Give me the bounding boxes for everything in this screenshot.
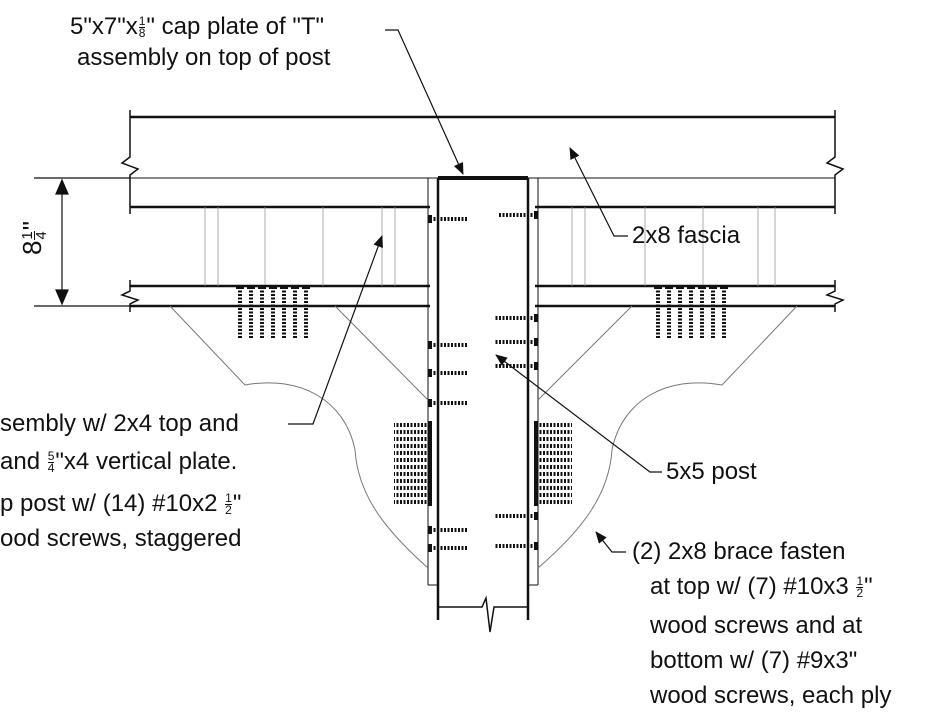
- screw-head: [428, 442, 432, 450]
- assembly-label-line-4: ood screws, staggered: [0, 525, 242, 552]
- screw-head: [291, 285, 299, 289]
- screw-head: [534, 463, 538, 471]
- screw-head: [676, 285, 684, 289]
- brace-label-line-3: wood screws and at: [650, 612, 863, 639]
- beam: [130, 115, 835, 308]
- screw-head: [302, 285, 310, 289]
- screw-head: [428, 491, 432, 499]
- screw-head: [534, 498, 538, 506]
- screw-head: [428, 463, 432, 471]
- screw-head: [709, 285, 717, 289]
- screw-head: [428, 399, 432, 407]
- assembly-label-line-1: sembly w/ 2x4 top and: [0, 410, 239, 437]
- screw-head: [534, 477, 538, 485]
- screw-head: [258, 285, 266, 289]
- screw-head: [428, 421, 432, 429]
- screw-head: [534, 421, 538, 429]
- screw-head: [534, 491, 538, 499]
- screw-head: [247, 285, 255, 289]
- screw-head: [534, 442, 538, 450]
- screw-head: [428, 498, 432, 506]
- braces: [169, 305, 798, 569]
- dimension-line: [34, 177, 130, 307]
- screw-head: [428, 215, 432, 223]
- break-lines: [120, 110, 845, 633]
- screw-head: [428, 449, 432, 457]
- brace-label-line-4: bottom w/ (7) #9x3": [650, 647, 858, 674]
- screw-head: [428, 484, 432, 492]
- screw-head: [654, 285, 662, 289]
- screw-head: [534, 470, 538, 478]
- screw-head: [534, 512, 538, 520]
- brace-label-line-5: wood screws, each ply: [650, 682, 892, 709]
- screw-head: [534, 435, 538, 443]
- screw-head: [534, 542, 538, 550]
- cap-plate: [438, 176, 528, 180]
- screw-head: [428, 369, 432, 377]
- screw-head: [236, 285, 244, 289]
- screw-head: [534, 449, 538, 457]
- screw-head: [428, 544, 432, 552]
- screw-head: [428, 341, 432, 349]
- screws: [236, 211, 728, 552]
- screw-head: [720, 285, 728, 289]
- screw-head: [534, 338, 538, 346]
- post: [427, 178, 539, 620]
- screw-head: [428, 477, 432, 485]
- cap-plate-label-line-2: assembly on top of post: [77, 44, 331, 71]
- screw-head: [428, 470, 432, 478]
- screw-head: [428, 526, 432, 534]
- post-label: 5x5 post: [666, 458, 757, 485]
- screw-head: [534, 428, 538, 436]
- screw-head: [665, 285, 673, 289]
- screw-head: [280, 285, 288, 289]
- screw-head: [269, 285, 277, 289]
- screw-head: [698, 285, 706, 289]
- leader-lines: [288, 29, 662, 553]
- screw-head: [534, 456, 538, 464]
- screw-head: [428, 456, 432, 464]
- screw-head: [534, 484, 538, 492]
- screw-head: [534, 211, 538, 219]
- screw-head: [687, 285, 695, 289]
- fascia-label: 2x8 fascia: [632, 222, 741, 249]
- brace-label-line-1: (2) 2x8 brace fasten: [632, 538, 846, 565]
- screw-head: [428, 428, 432, 436]
- screw-head: [534, 362, 538, 370]
- screw-head: [534, 314, 538, 322]
- screw-head: [428, 435, 432, 443]
